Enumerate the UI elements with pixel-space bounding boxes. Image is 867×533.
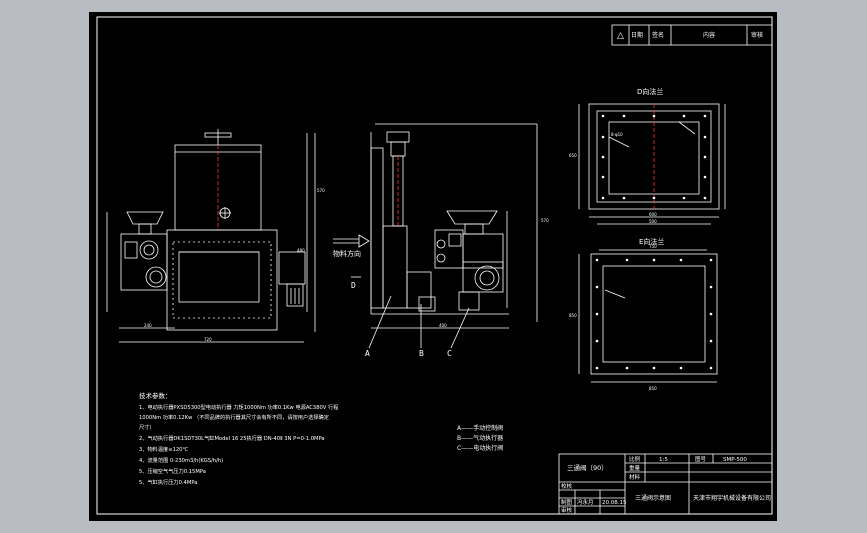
cad-drawing: △ 日期 签名 内容 审核 (96, 16, 773, 515)
company-name: 天津市翔宇机械设备有限公司 (693, 494, 771, 502)
product-name: 三通阀（90） (567, 463, 608, 472)
flange-e-view: E向法兰 750 850 850 (569, 237, 718, 391)
draw-label: 制图 (561, 498, 573, 506)
review-label: 校核 (561, 482, 573, 490)
dim-flange-e-inner: 750 (649, 244, 657, 249)
dim-front-right: 480 (297, 248, 305, 253)
dim-side-height: 570 (541, 218, 549, 223)
flange-d-holes (601, 114, 707, 200)
notes-title: 技术参数： (139, 391, 172, 400)
legend-item: A——手动控制阀 (457, 424, 503, 432)
flange-d-title: D向法兰 (637, 87, 663, 96)
note-line: 2、气动执行器DK1SDT30L气缸Model 16 25执行器 DN-40Ⅱ … (139, 434, 325, 442)
inner-border (96, 16, 773, 515)
dim-front-width: 720 (204, 337, 212, 342)
drawing-sheet: △ 日期 签名 内容 审核 (89, 12, 777, 521)
d-marker: D (351, 281, 356, 290)
title-block (558, 453, 773, 515)
front-view: 720 240 570 480 (106, 129, 325, 343)
revision-header: △ 日期 签名 内容 审核 (611, 24, 773, 46)
material-label: 材料 (629, 473, 641, 481)
rev-content: 内容 (703, 31, 715, 39)
drawing-title: 三通阀示意图 (635, 494, 671, 502)
note-line: 尺寸） (139, 423, 155, 431)
dim-flange-e-left: 850 (569, 313, 577, 318)
legend-item: C——电动执行阀 (457, 444, 503, 452)
part-label-c: C (447, 349, 452, 358)
flow-arrow: 物料方向 D (333, 234, 370, 290)
dim-front-left: 240 (144, 323, 152, 328)
dim-flange-d-inner: 500 (649, 219, 657, 224)
drafter-name: 冯永月 (577, 498, 594, 506)
rev-date: 日期 (631, 31, 643, 39)
scale-value: 1:5 (659, 457, 668, 463)
note-line: 5、压缩空气气压力0.15MPa (139, 467, 206, 475)
flange-d-view: D向法兰 650 600 500 8-φ10 (569, 87, 726, 225)
rev-approve: 审核 (751, 31, 763, 39)
dim-flange-d-outer: 600 (649, 212, 657, 217)
technical-notes: 技术参数： 1、电动执行器PXSD5300型电动执行器 力矩1000Nm 功率0… (139, 391, 338, 486)
check-label: 审核 (561, 506, 573, 514)
drawing-no-label: 图号 (695, 455, 707, 463)
part-labels: A B C (365, 349, 452, 358)
part-label-a: A (365, 349, 370, 358)
note-line: 3、物料温度≤120℃ (139, 445, 188, 453)
title-block-text: 三通阀（90） 比例 1:5 图号 SMP-500 重量 材料 校核 制图 冯永… (561, 455, 771, 514)
draft-date: 20.08.15 (602, 500, 627, 506)
note-line: 4、流量范围 0-230m3/h(KGS/h/h) (139, 456, 223, 464)
flange-e-holes (595, 258, 713, 370)
weight-label: 重量 (629, 464, 641, 472)
dim-side-width: 400 (439, 323, 447, 328)
dim-flange-d-left: 650 (569, 153, 577, 158)
dim-front-height: 570 (317, 188, 325, 193)
note-line: 1、电动执行器PXSD5300型电动执行器 力矩1000Nm 功率0.1Kw 电… (139, 403, 338, 411)
dim-flange-e-outer: 850 (649, 386, 657, 391)
rev-sign: 签名 (652, 31, 664, 39)
drawing-no-value: SMP-500 (723, 457, 747, 463)
flow-direction-label: 物料方向 (333, 249, 361, 258)
rev-mark: △ (617, 31, 624, 41)
side-view: 570 400 (368, 123, 549, 349)
legend-item: B——气动执行器 (457, 434, 503, 442)
dim-flange-d-bolt: 8-φ10 (611, 132, 623, 137)
note-line: 5、气缸执行压力0.4MPa (139, 478, 197, 486)
note-line: 1000Nm 功率0.12Kw （不同品牌的执行器其尺寸会有所不同，请按用户选择… (139, 413, 329, 421)
flange-e-title: E向法兰 (639, 237, 664, 246)
part-legend: A——手动控制阀 B——气动执行器 C——电动执行阀 (457, 424, 503, 452)
part-label-b: B (419, 349, 424, 358)
scale-label: 比例 (629, 455, 641, 463)
